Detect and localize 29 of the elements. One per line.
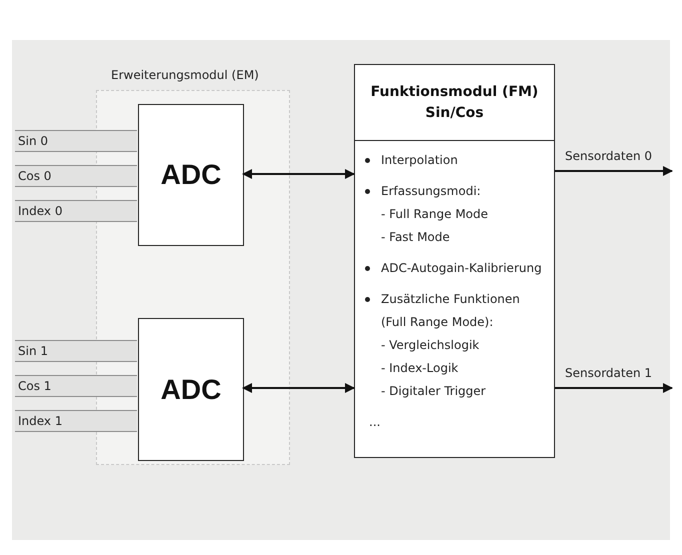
bullet-item: Interpolation	[381, 152, 458, 169]
module-title: Funktionsmodul (FM) Sin/Cos	[370, 82, 540, 122]
bullet-item: Erfassungsmodi:	[381, 183, 481, 200]
bullet-item: Zusätzliche Funktionen (Full Range Mode):	[381, 291, 521, 331]
arrow	[555, 383, 673, 393]
edge-label: Sensordaten 0	[565, 149, 652, 163]
region-title: Erweiterungsmodul (EM)	[111, 68, 259, 82]
signal-input: Sin 0	[15, 130, 137, 152]
signal-input: Cos 0	[15, 165, 137, 187]
signal-input: Index 0	[15, 200, 137, 222]
converter-block	[138, 318, 244, 461]
list-item: - Fast Mode	[381, 229, 450, 246]
function-module-box	[354, 64, 555, 458]
edge-label: Sensordaten 1	[565, 366, 652, 380]
arrow	[242, 169, 355, 179]
block-label: ADC	[160, 159, 222, 191]
list-item: - Full Range Mode	[381, 206, 488, 223]
list-item: ...	[369, 414, 380, 431]
signal-input: Cos 1	[15, 375, 137, 397]
block-label: ADC	[160, 374, 222, 406]
arrow	[555, 166, 673, 176]
converter-block	[138, 104, 244, 246]
list-item: - Digitaler Trigger	[381, 383, 486, 400]
signal-input: Sin 1	[15, 340, 137, 362]
list-item: - Vergleichslogik	[381, 337, 480, 354]
arrow	[242, 383, 355, 393]
list-item: - Index-Logik	[381, 360, 458, 377]
signal-input: Index 1	[15, 410, 137, 432]
bullet-item: ADC-Autogain-Kalibrierung	[381, 260, 542, 277]
